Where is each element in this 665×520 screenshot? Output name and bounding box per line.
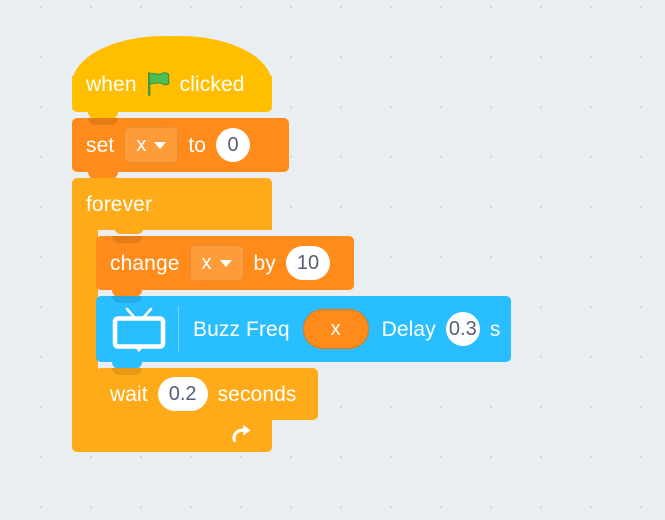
block-top-notch [112,296,142,303]
block-top-notch [88,118,118,125]
delay-label: Delay [381,317,436,341]
green-flag-icon [146,72,171,96]
variable-dropdown-value: x [201,251,212,274]
set-value-input[interactable]: 0 [216,128,251,162]
forever-left-arm [72,226,98,418]
when-label: when [86,72,137,96]
delay-value-input[interactable]: 0.3 [445,312,480,346]
seconds-unit-label: s [489,317,501,341]
variable-dropdown-change[interactable]: x [189,245,244,281]
tv-monitor-icon [112,306,166,352]
forever-mouth-notch [114,226,144,234]
block-buzz-freq[interactable]: Buzz Freq x Delay 0.3 s [96,296,511,369]
change-label: change [110,251,180,275]
forever-label: forever [86,192,153,216]
block-top-notch [112,236,142,243]
forever-footer[interactable] [72,414,272,452]
variable-dropdown-value: x [136,133,147,156]
hat-bottom-notch [88,110,118,119]
seconds-label: seconds [217,382,297,406]
forever-header[interactable]: forever [72,178,272,230]
by-label: by [253,251,276,275]
block-wait-seconds[interactable]: wait 0.2 seconds [96,368,318,427]
loop-arrow-icon [230,424,254,446]
to-label: to [188,133,207,157]
block-top-notch [112,368,142,375]
change-value-input[interactable]: 10 [285,246,331,280]
wait-value-input[interactable]: 0.2 [157,377,208,411]
chevron-down-icon [219,259,232,267]
variable-dropdown-set[interactable]: x [124,127,179,163]
buzz-freq-label: Buzz Freq [193,317,290,341]
extension-divider [178,306,179,352]
chevron-down-icon [154,141,167,149]
set-label: set [86,133,115,157]
block-change-variable[interactable]: change x by 10 [96,236,354,297]
variable-reporter-x[interactable]: x [302,309,369,349]
block-set-variable[interactable]: set x to 0 [72,118,289,179]
block-when-flag-clicked[interactable]: when clicked [72,36,272,119]
wait-label: wait [110,382,148,406]
hat-block-body-shape [72,76,272,119]
clicked-label: clicked [179,72,245,96]
